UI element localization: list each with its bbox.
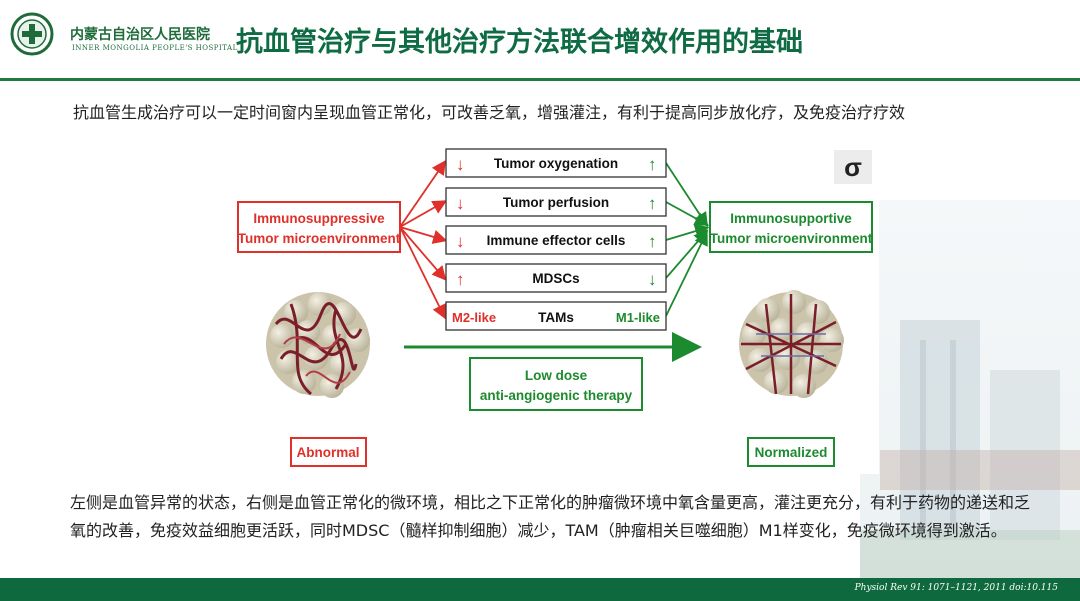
right-state-line2: Tumor microenvironment (710, 231, 873, 246)
normalized-tumor-image (739, 290, 844, 398)
hospital-name-cn: 内蒙古自治区人民医院 (70, 27, 210, 43)
factor-3-label: Immune effector cells (487, 233, 626, 248)
therapy-line1: Low dose (525, 368, 588, 383)
factor-3-right-arrow: ↑ (648, 232, 657, 251)
left-state-box (237, 201, 401, 253)
therapy-box (469, 357, 643, 411)
hospital-logo-icon (10, 12, 54, 56)
right-state-box (709, 201, 873, 253)
tams-m2-label: M2-like (452, 310, 496, 325)
factor-1-left-arrow: ↓ (456, 155, 465, 174)
diagram-canvas: Immunosuppressive Tumor microenvironment… (237, 148, 873, 467)
tams-label: TAMs (538, 310, 574, 325)
factor-2-left-arrow: ↓ (456, 194, 465, 213)
left-state-line1: Immunosuppressive (253, 211, 385, 226)
factor-2-right-arrow: ↑ (648, 194, 657, 213)
factor-3-left-arrow: ↓ (456, 232, 465, 251)
therapy-line2: anti-angiogenic therapy (480, 388, 633, 403)
left-state-line2: Tumor microenvironment (238, 231, 401, 246)
corner-mark-icon: σ (834, 150, 872, 184)
right-fan-lines (665, 162, 710, 317)
factor-box-4: ↑ MDSCs ↓ (445, 263, 667, 293)
left-fan-lines (399, 160, 448, 320)
factor-box-1: ↓ Tumor oxygenation ↑ (445, 148, 667, 178)
factor-1-label: Tumor oxygenation (494, 156, 618, 171)
explanation-paragraph: 左侧是血管异常的状态，右侧是血管正常化的微环境，相比之下正常化的肿瘤微环境中氧含… (70, 493, 1031, 540)
slide-header: 内蒙古自治区人民医院 INNER MONGOLIA PEOPLE'S HOSPI… (0, 0, 1080, 80)
factor-4-label: MDSCs (532, 271, 579, 286)
factor-4-left-arrow: ↑ (456, 270, 465, 289)
right-state-line1: Immunosupportive (730, 211, 852, 226)
tams-m1-label: M1-like (616, 310, 660, 325)
header-divider (0, 78, 1080, 81)
vascular-normalization-diagram: Immunosuppressive Tumor microenvironment… (236, 144, 879, 474)
svg-text:σ: σ (844, 152, 862, 182)
abnormal-label: Abnormal (296, 445, 359, 460)
factor-box-2: ↓ Tumor perfusion ↑ (445, 187, 667, 217)
abnormal-label-box (290, 437, 367, 467)
factor-box-3: ↓ Immune effector cells ↑ (445, 225, 667, 255)
factor-2-label: Tumor perfusion (503, 195, 609, 210)
factor-box-tams: M2-like TAMs M1-like (445, 301, 667, 331)
abnormal-tumor-image (266, 292, 370, 398)
intro-text: 抗血管生成治疗可以一定时间窗内呈现血管正常化，可改善乏氧，增强灌注，有利于提高同… (73, 103, 906, 122)
normalized-label-box (747, 437, 835, 467)
slide-footer: Physiol Rev 91: 1071–1121, 2011 doi:10.1… (0, 578, 1080, 601)
slide-title: 抗血管治疗与其他治疗方法联合增效作用的基础 (236, 27, 803, 58)
factor-1-right-arrow: ↑ (648, 155, 657, 174)
citation-text: Physiol Rev 91: 1071–1121, 2011 doi:10.1… (854, 583, 1058, 593)
background-building-image (860, 200, 1080, 580)
normalized-label: Normalized (755, 445, 828, 460)
hospital-name-en: INNER MONGOLIA PEOPLE'S HOSPITAL (72, 44, 238, 52)
factor-4-right-arrow: ↓ (648, 270, 657, 289)
